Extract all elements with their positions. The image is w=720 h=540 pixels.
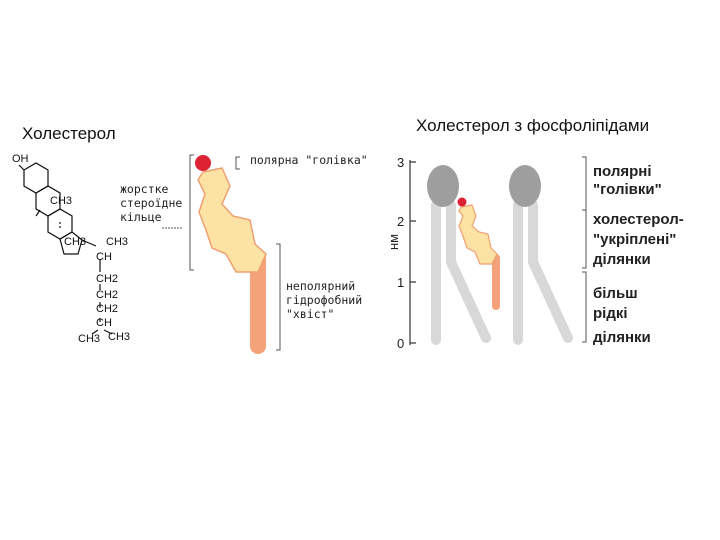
- formula-ch3-b: CH3: [64, 236, 86, 248]
- cholesterol-model: [195, 155, 267, 354]
- bracket-fluid: [582, 271, 587, 343]
- bracket-ring: [189, 154, 194, 271]
- hydroxyl-group: [195, 155, 211, 171]
- formula-ch: CH: [96, 251, 112, 263]
- label-polar-heads-2: "голівки": [593, 181, 662, 198]
- label-rigid-ring-2: стероїдне: [120, 196, 182, 210]
- label-rigid-3: ділянки: [593, 251, 651, 268]
- formula-ch3-e: CH3: [108, 331, 130, 343]
- formula-ch3-a: CH3: [50, 195, 72, 207]
- label-fluid-3: ділянки: [593, 329, 651, 346]
- formula-ch2-a: CH2: [96, 273, 118, 285]
- membrane-cholesterol: [457, 197, 500, 310]
- formula-oh: OH: [12, 153, 29, 165]
- label-fluid-2: рідкі: [593, 305, 628, 322]
- cholesterol-structural-formula: [18, 162, 113, 335]
- label-rigid-1: холестерол-: [593, 211, 684, 228]
- label-rigid-ring-3: кільце: [120, 210, 162, 224]
- title-cholesterol-with-phospholipids: Холестерол з фосфоліпідами: [416, 116, 650, 135]
- tick-2: 2: [397, 214, 404, 229]
- formula-ch-b: CH: [96, 317, 112, 329]
- bracket-polar-heads: [582, 156, 587, 211]
- bracket-tail: [276, 243, 281, 351]
- label-tail-3: "хвіст": [286, 307, 334, 321]
- label-fluid-1: більш: [593, 285, 638, 302]
- label-polar-heads-1: полярні: [593, 163, 652, 180]
- tick-1: 1: [397, 275, 404, 290]
- label-tail-2: гідрофобний: [286, 293, 362, 307]
- label-rigid-2: "укріплені": [593, 231, 676, 248]
- bracket-rigid: [582, 209, 587, 269]
- phospholipid-1: [427, 165, 491, 345]
- label-polar-head: полярна "голівка": [250, 153, 368, 167]
- tick-0: 0: [397, 336, 404, 351]
- label-rigid-ring-1: жорстке: [120, 182, 169, 196]
- steroid-ring-shape: [197, 167, 267, 273]
- formula-ch2-b: CH2: [96, 289, 118, 301]
- membrane-hydroxyl: [457, 197, 467, 207]
- tick-3: 3: [397, 155, 404, 170]
- formula-ch3-c: CH3: [106, 236, 128, 248]
- formula-ch2-c: CH2: [96, 303, 118, 315]
- axis-unit-label: нм: [386, 234, 401, 250]
- bracket-polar-head: [235, 156, 240, 170]
- title-cholesterol: Холестерол: [22, 124, 116, 143]
- label-tail-1: неполярний: [286, 279, 355, 293]
- nm-scale: [409, 160, 416, 345]
- phospholipid-2: [509, 165, 573, 345]
- formula-ch3-d: CH3: [78, 333, 100, 345]
